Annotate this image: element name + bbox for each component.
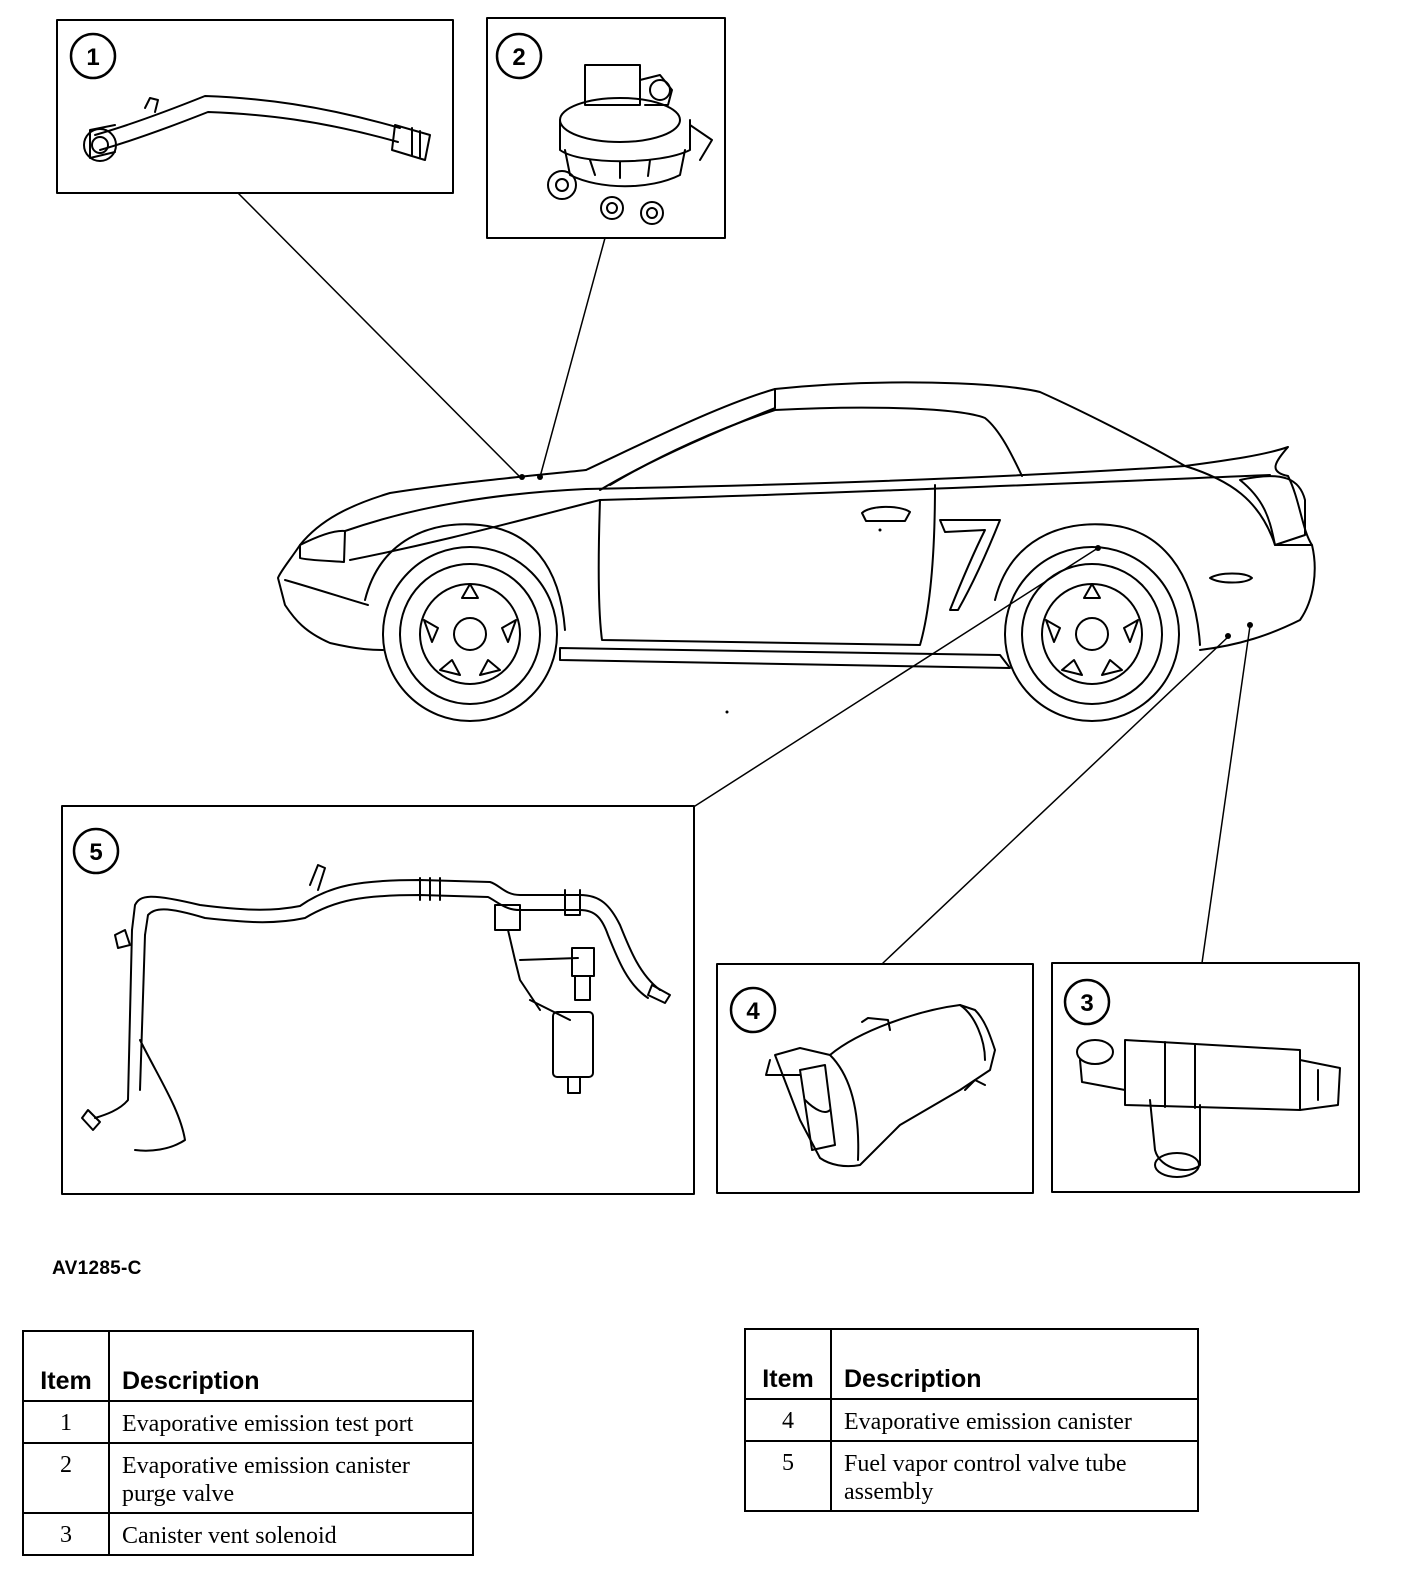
test-port-illustration bbox=[83, 95, 431, 162]
item-description: Canister vent solenoid bbox=[108, 1512, 474, 1556]
item-number: 1 bbox=[22, 1400, 110, 1444]
tube-assembly-illustration bbox=[81, 864, 671, 1152]
callout-marker-3 bbox=[1063, 978, 1111, 1026]
callout-box-4 bbox=[716, 963, 1034, 1194]
legend-header-row: Item Description bbox=[22, 1330, 474, 1402]
vent-solenoid-illustration bbox=[1076, 1039, 1341, 1178]
item-number: 3 bbox=[22, 1512, 110, 1556]
canister-illustration bbox=[765, 1004, 996, 1168]
item-column-header: Item bbox=[744, 1328, 832, 1400]
callout-label-4: 4 bbox=[746, 998, 760, 1025]
callout-box-5 bbox=[61, 805, 695, 1195]
leader-dots bbox=[519, 474, 1253, 714]
table-row: 5 Fuel vapor control valve tube assembly bbox=[744, 1440, 1199, 1512]
callout-box-1 bbox=[56, 19, 454, 194]
item-number: 5 bbox=[744, 1440, 832, 1512]
figure-code: AV1285-C bbox=[52, 1258, 142, 1279]
car-illustration bbox=[277, 381, 1316, 722]
callout-marker-2 bbox=[495, 32, 543, 80]
callout-box-2 bbox=[486, 17, 726, 239]
table-row: 3 Canister vent solenoid bbox=[22, 1512, 474, 1556]
callout-label-1: 1 bbox=[86, 44, 99, 71]
description-column-header: Description bbox=[108, 1330, 474, 1402]
item-description: Evaporative emission canister bbox=[830, 1398, 1199, 1442]
item-number: 2 bbox=[22, 1442, 110, 1514]
callout-label-3: 3 bbox=[1080, 990, 1093, 1017]
legend-table-left: Item Description 1 Evaporative emission … bbox=[22, 1330, 474, 1556]
item-description: Evaporative emission test port bbox=[108, 1400, 474, 1444]
callout-marker-1 bbox=[69, 32, 117, 80]
item-column-header: Item bbox=[22, 1330, 110, 1402]
callout-marker-4 bbox=[729, 986, 777, 1034]
legend-header-row: Item Description bbox=[744, 1328, 1199, 1400]
description-column-header: Description bbox=[830, 1328, 1199, 1400]
callout-marker-5 bbox=[72, 827, 120, 875]
legend-table-right: Item Description 4 Evaporative emission … bbox=[744, 1328, 1199, 1512]
callout-box-3 bbox=[1051, 962, 1360, 1193]
callout-label-5: 5 bbox=[89, 839, 102, 866]
item-description: Evaporative emission canister purge valv… bbox=[108, 1442, 474, 1514]
item-number: 4 bbox=[744, 1398, 832, 1442]
table-row: 2 Evaporative emission canister purge va… bbox=[22, 1442, 474, 1514]
purge-valve-illustration bbox=[547, 64, 713, 225]
callout-label-2: 2 bbox=[512, 44, 525, 71]
table-row: 1 Evaporative emission test port bbox=[22, 1400, 474, 1444]
table-row: 4 Evaporative emission canister bbox=[744, 1398, 1199, 1442]
item-description: Fuel vapor control valve tube assembly bbox=[830, 1440, 1199, 1512]
leader-lines bbox=[237, 192, 1251, 964]
emission-system-diagram: 1 2 3 4 5 bbox=[56, 17, 1360, 1195]
